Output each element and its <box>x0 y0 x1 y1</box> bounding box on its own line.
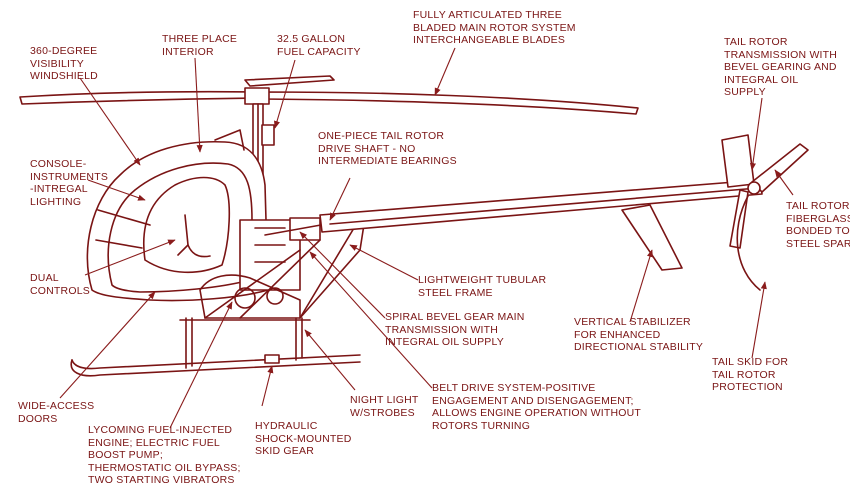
cabin <box>86 129 269 302</box>
label-night-light: NIGHT LIGHT W/STROBES <box>350 394 419 419</box>
label-tail-rotor-transmission: TAIL ROTOR TRANSMISSION WITH BEVEL GEARI… <box>724 36 838 98</box>
label-main-transmission: SPIRAL BEVEL GEAR MAIN TRANSMISSION WITH… <box>385 311 525 348</box>
label-fuel-capacity: 32.5 GALLON FUEL CAPACITY <box>277 33 361 58</box>
label-three-place-interior: THREE PLACE INTERIOR <box>162 33 238 58</box>
engine-block <box>199 217 321 319</box>
label-tubular-frame: LIGHTWEIGHT TUBULAR STEEL FRAME <box>418 274 547 299</box>
label-tail-rotor-blades: TAIL ROTOR FIBERGLASS BONDED TO STEEL SP… <box>786 200 850 250</box>
label-vertical-stabilizer: VERTICAL STABILIZER FOR ENHANCED DIRECTI… <box>574 316 704 353</box>
tail-rotor <box>721 134 809 291</box>
label-lycoming-engine: LYCOMING FUEL-INJECTED ENGINE; ELECTRIC … <box>88 424 241 486</box>
skid-gear <box>70 317 361 377</box>
label-dual-controls: DUAL CONTROLS <box>30 272 90 297</box>
label-windshield: 360-DEGREE VISIBILITY WINDSHIELD <box>30 45 98 82</box>
main-rotor-blades <box>19 75 639 115</box>
label-main-rotor-system: FULLY ARTICULATED THREE BLADED MAIN ROTO… <box>413 9 576 46</box>
label-drive-shaft: ONE-PIECE TAIL ROTOR DRIVE SHAFT - NO IN… <box>318 130 457 167</box>
tail-boom <box>319 179 763 233</box>
label-tail-skid: TAIL SKID FOR TAIL ROTOR PROTECTION <box>712 356 789 393</box>
label-console: CONSOLE- INSTRUMENTS -INTREGAL LIGHTING <box>30 158 109 208</box>
label-belt-drive: BELT DRIVE SYSTEM-POSITIVE ENGAGEMENT AN… <box>432 382 642 432</box>
vertical-stabilizer <box>621 204 683 271</box>
label-wide-access-doors: WIDE-ACCESS DOORS <box>18 400 95 425</box>
leader-lines <box>59 47 794 429</box>
label-skid-gear: HYDRAULIC SHOCK-MOUNTED SKID GEAR <box>255 420 352 457</box>
